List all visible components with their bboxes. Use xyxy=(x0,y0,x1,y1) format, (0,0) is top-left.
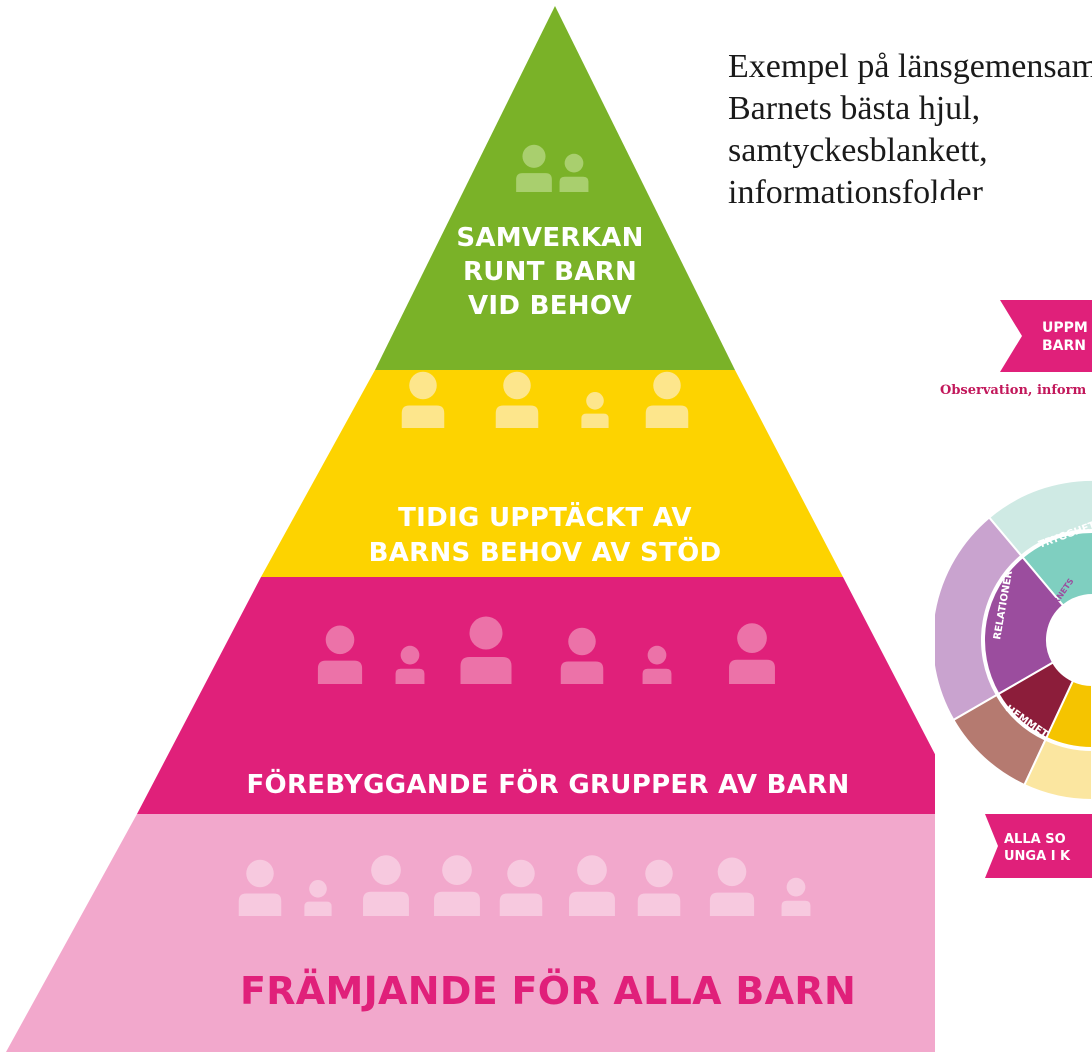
person-icon-head xyxy=(371,855,401,885)
person-icon-body xyxy=(434,891,480,916)
wheel-inner-teal-segment xyxy=(1021,531,1092,607)
person-icon-body xyxy=(363,891,409,916)
person-icon-body xyxy=(499,893,543,916)
people-icon-group-2 xyxy=(401,371,689,428)
wheel-outer-lilac-segment xyxy=(935,516,1023,722)
people-icon-group-1 xyxy=(516,144,589,192)
wheel-inner-gold-segment xyxy=(1045,679,1092,750)
person-icon-head xyxy=(246,859,274,888)
wheel-outer-teal-segment xyxy=(987,479,1092,558)
tier-1-label-line-1: SAMVERKAN xyxy=(456,223,643,253)
bottom-banner-line-1: ALLA SO xyxy=(1004,832,1066,847)
people-icon-group-4 xyxy=(238,855,811,916)
top-banner-line-1: UPPM xyxy=(1042,320,1088,336)
person-icon-body xyxy=(729,659,775,684)
person-icon-body xyxy=(560,661,604,684)
person-icon-body xyxy=(637,893,681,916)
people-icon-group-3 xyxy=(317,616,775,684)
person-icon-body xyxy=(569,891,615,916)
person-icon-body xyxy=(516,173,552,192)
bottom-banner-line-2: UNGA I K xyxy=(1004,849,1071,864)
person-icon-body xyxy=(559,176,589,192)
person-icon-head xyxy=(400,645,420,665)
person-icon-head xyxy=(309,880,327,898)
person-icon-head xyxy=(469,616,503,650)
intro-text: Exempel på länsgemensamma verktyg: Barne… xyxy=(728,46,1092,222)
wheel-center xyxy=(1048,596,1092,684)
tier-2-label-line-1: TIDIG UPPTÄCKT AV xyxy=(398,501,692,533)
tier-3-label: FÖREBYGGANDE FÖR GRUPPER AV BARN xyxy=(246,767,849,800)
person-icon-body xyxy=(781,900,811,916)
figure-caption: Observation, inform xyxy=(940,383,1086,398)
intro-line-2: Barnets bästa hjul, xyxy=(728,90,981,127)
intro-line-3: samtyckesblankett, xyxy=(728,132,988,169)
person-icon-head xyxy=(564,153,584,173)
person-icon-body xyxy=(238,893,282,916)
person-icon-head xyxy=(786,877,806,897)
top-banner-line-2: BARN xyxy=(1042,338,1086,354)
person-icon-body xyxy=(460,657,512,684)
wheel-outer-brown-segment xyxy=(952,693,1047,787)
wheel-chart xyxy=(935,479,1092,802)
tier-samverkan xyxy=(375,6,735,370)
person-icon-head xyxy=(503,371,531,400)
wheel-inner-purple-segment xyxy=(983,555,1065,696)
person-icon-head xyxy=(653,371,681,400)
person-icon-head xyxy=(645,859,673,888)
person-icon-head xyxy=(442,855,472,885)
tier-4-label: FRÄMJANDE FÖR ALLA BARN xyxy=(240,969,856,1013)
person-icon-body xyxy=(401,405,445,428)
person-icon-body xyxy=(642,668,672,684)
tier-framjande xyxy=(6,814,1090,1052)
tier-2-label-line-2: BARNS BEHOV AV STÖD xyxy=(369,535,722,568)
person-icon-body xyxy=(304,901,332,916)
wheel-outer-gold-segment xyxy=(1023,738,1092,802)
person-icon-head xyxy=(737,623,767,653)
person-icon-head xyxy=(577,855,607,885)
intro-line-1: Exempel på länsgemensamma verktyg: xyxy=(728,48,1092,85)
person-icon-body xyxy=(395,668,425,684)
person-icon-head xyxy=(586,392,604,410)
person-icon-body xyxy=(581,413,609,428)
bottom-banner xyxy=(985,814,1092,878)
tier-1-label-line-2: RUNT BARN xyxy=(463,257,637,287)
tier-1-label-line-3: VID BEHOV xyxy=(468,291,632,321)
person-icon-body xyxy=(317,660,363,684)
top-banner xyxy=(1000,300,1092,372)
person-icon-body xyxy=(645,405,689,428)
person-icon-head xyxy=(522,144,546,168)
person-icon-head xyxy=(647,645,667,665)
person-icon-head xyxy=(325,625,355,655)
person-icon-body xyxy=(709,892,755,916)
person-icon-body xyxy=(495,405,539,428)
person-icon-head xyxy=(409,371,437,400)
person-icon-head xyxy=(507,859,535,888)
person-icon-head xyxy=(717,857,747,887)
person-icon-head xyxy=(568,627,596,656)
barnets-basta-hjul-figure: UPPM BARN Observation, inform TRYGGHET R… xyxy=(935,200,1092,1052)
